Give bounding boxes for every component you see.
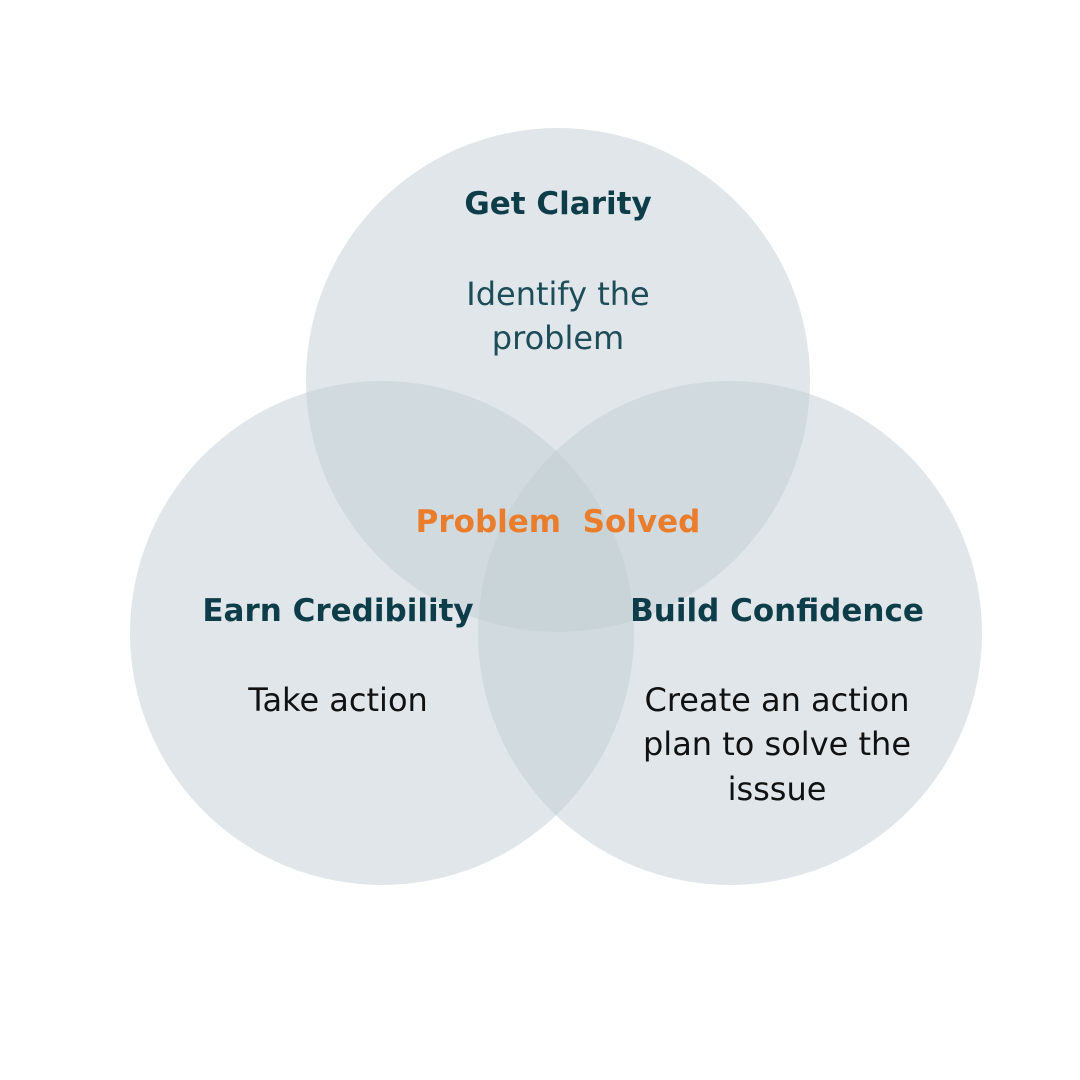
circle-earn-credibility [130,381,634,885]
get-clarity-description-line-2: problem [491,319,625,357]
problem-solved-label: Problem Solved [415,504,701,540]
build-confidence-description-line-2: plan to solve the [642,725,911,763]
circle-build-confidence [478,381,982,885]
build-confidence-description-line-1: Create an action [644,681,910,719]
earn-credibility-title: Earn Credibility [202,593,474,629]
build-confidence-description-line-3: isssue [727,770,827,808]
build-confidence-title: Build Confidence [630,593,924,629]
earn-credibility-description-line-1: Take action [248,681,428,719]
get-clarity-description-line-1: Identify the [466,275,650,313]
get-clarity-title: Get Clarity [464,186,652,222]
